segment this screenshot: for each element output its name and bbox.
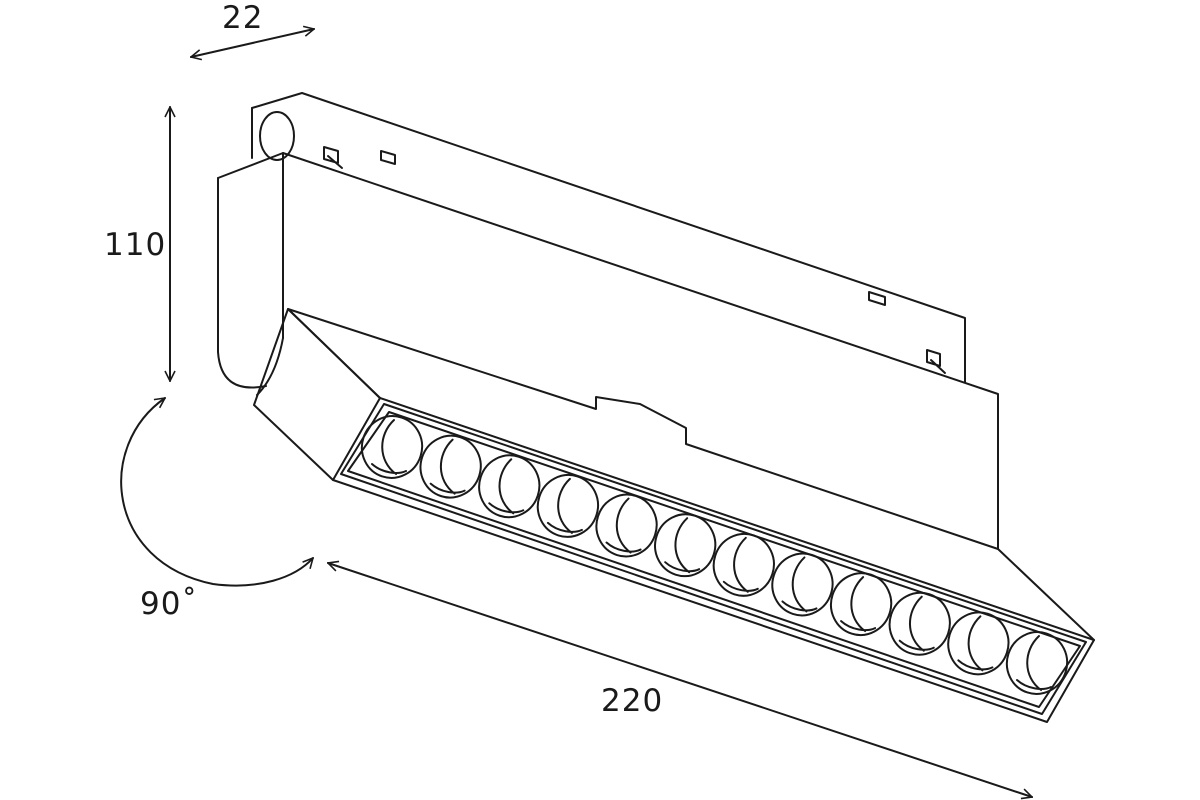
height-label: 110 [104, 227, 167, 263]
led-lens [888, 591, 951, 656]
led-lens [419, 434, 482, 499]
width-arrow [191, 29, 314, 57]
led-lens [829, 572, 893, 636]
housing-body [217, 152, 999, 550]
rotation-dimension [120, 398, 313, 587]
led-lens [536, 474, 600, 538]
clip-left [323, 146, 343, 169]
mounting-hole [259, 111, 295, 161]
led-lens [595, 493, 658, 558]
rotation-angle-label: 90˚ [140, 586, 198, 622]
width-dimension [191, 29, 314, 57]
led-lens [654, 513, 717, 578]
slot-right [868, 291, 886, 306]
length-arrow [328, 563, 1032, 797]
length-label: 220 [601, 683, 664, 719]
width-label: 22 [222, 0, 264, 36]
led-lens [947, 611, 1010, 676]
led-lens [478, 454, 541, 519]
led-lens [771, 552, 834, 617]
slot-left [380, 150, 396, 165]
led-lens [712, 532, 775, 597]
length-dimension [328, 563, 1032, 797]
led-lens [360, 415, 424, 479]
lens-row [360, 415, 1069, 695]
light-head [253, 308, 1095, 723]
led-lens [1005, 631, 1069, 695]
clip-right [926, 349, 946, 374]
rotation-arc [120, 398, 313, 587]
mounting-adapter [251, 92, 966, 383]
